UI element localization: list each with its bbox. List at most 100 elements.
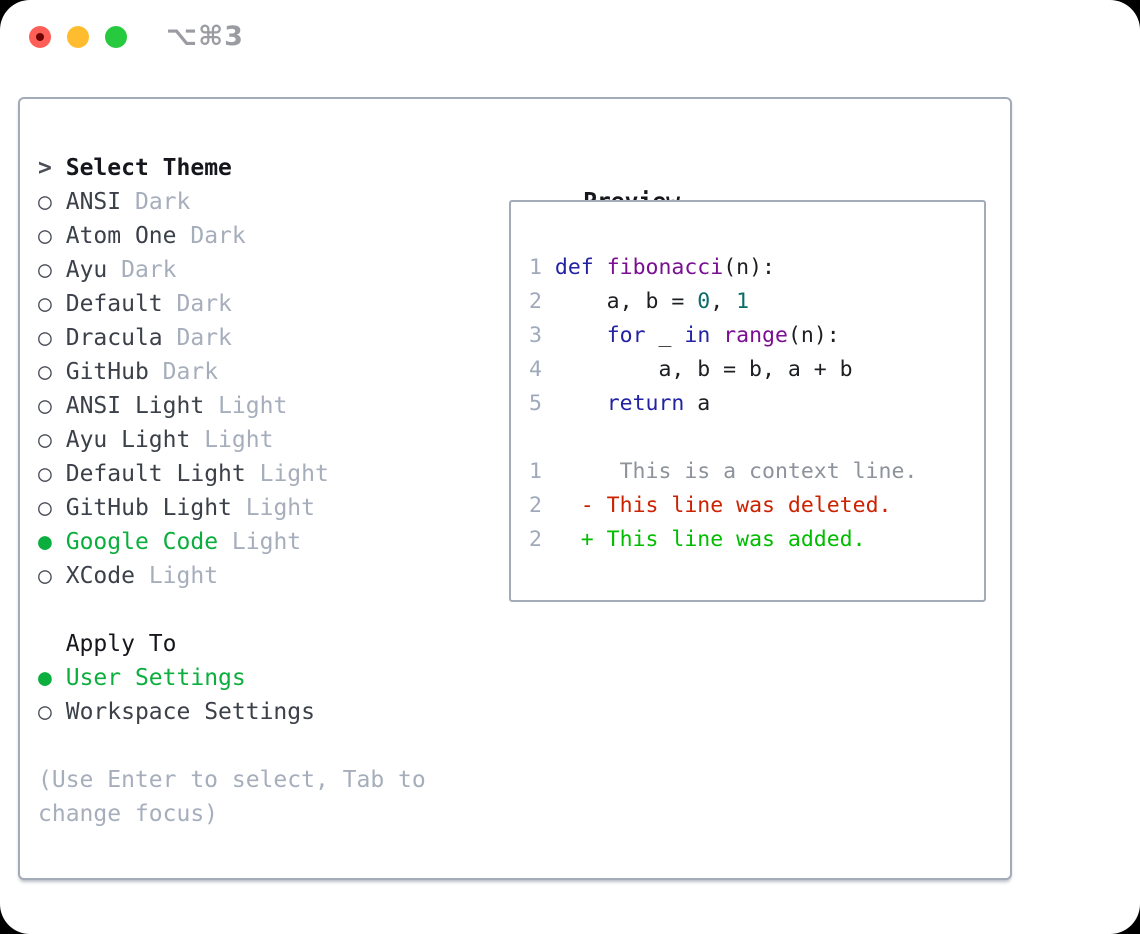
theme-list: > Select Theme○ ANSI Dark○ Atom One Dark…	[38, 151, 329, 593]
code-token: range	[723, 323, 788, 348]
radio-icon: ○	[38, 393, 52, 419]
theme-option-atom-one-dark[interactable]: ○ Atom One Dark	[38, 219, 329, 253]
radio-icon: ○	[38, 325, 52, 351]
text	[52, 529, 66, 555]
code-token: a, b = b, a + b	[541, 357, 853, 382]
theme-variant: Light	[259, 461, 329, 487]
radio-icon: ○	[38, 223, 52, 249]
theme-variant: Light	[245, 495, 315, 521]
hint-text: (Use Enter to select, Tab to change focu…	[38, 763, 426, 831]
minimize-button[interactable]	[67, 26, 89, 48]
code-line-7: 1 This is a context line.	[529, 455, 984, 489]
radio-icon: ○	[38, 699, 52, 725]
theme-name: GitHub	[65, 359, 149, 385]
text	[52, 359, 66, 385]
theme-name: GitHub Light	[65, 495, 232, 521]
text	[52, 291, 66, 317]
text	[232, 495, 246, 521]
main-panel: > Select Theme○ ANSI Dark○ Atom One Dark…	[18, 97, 1012, 880]
radio-icon: ○	[38, 359, 52, 385]
apply-option-user-settings[interactable]: ● User Settings	[38, 661, 315, 695]
theme-name: Atom One	[65, 223, 177, 249]
line-number: 1	[529, 255, 542, 280]
code-line-3: 3 for _ in range(n):	[529, 319, 984, 353]
code-token: _	[645, 323, 685, 348]
radio-icon: ○	[38, 291, 52, 317]
theme-option-github-light-light[interactable]: ○ GitHub Light Light	[38, 491, 329, 525]
code-token: fibonacci	[606, 255, 724, 280]
theme-variant: Light	[231, 529, 302, 555]
code-token: for	[606, 323, 646, 348]
line-number: 3	[529, 323, 542, 348]
theme-name: XCode	[65, 563, 135, 589]
code-token	[542, 255, 555, 280]
hint-line: change focus)	[38, 801, 219, 827]
text	[177, 223, 191, 249]
code-line-4: 4 a, b = b, a + b	[529, 353, 984, 387]
theme-name: Ayu	[65, 257, 108, 283]
text	[52, 699, 66, 725]
line-number: 1	[529, 459, 542, 484]
code-line-1: 1 def fibonacci(n):	[529, 251, 984, 285]
hint-line: (Use Enter to select, Tab to	[38, 767, 426, 793]
text	[52, 563, 66, 589]
text	[204, 393, 218, 419]
text	[190, 427, 204, 453]
theme-option-ayu-light-light[interactable]: ○ Ayu Light Light	[38, 423, 329, 457]
theme-variant: Light	[204, 427, 274, 453]
code-token: return	[606, 391, 685, 416]
preview-title: Preview	[500, 151, 680, 215]
code-token	[542, 391, 607, 416]
line-number: 5	[529, 391, 542, 416]
maximize-button[interactable]	[105, 26, 127, 48]
theme-option-ayu-dark[interactable]: ○ Ayu Dark	[38, 253, 329, 287]
theme-variant: Light	[148, 563, 219, 589]
code-token: def	[554, 255, 594, 280]
code-token: ,	[710, 289, 737, 314]
text	[52, 427, 66, 453]
code-line-8: 2 - This line was deleted.	[529, 489, 984, 523]
line-number: 2	[529, 527, 542, 552]
code-token: in	[684, 323, 711, 348]
code-token	[542, 527, 581, 552]
theme-option-google-code-light[interactable]: ● Google Code Light	[38, 525, 329, 559]
theme-option-dracula-dark[interactable]: ○ Dracula Dark	[38, 321, 329, 355]
theme-option-default-light-light[interactable]: ○ Default Light Light	[38, 457, 329, 491]
apply-to-header: Apply To	[38, 627, 315, 661]
text	[52, 189, 66, 215]
theme-option-github-dark[interactable]: ○ GitHub Dark	[38, 355, 329, 389]
theme-name: Dracula	[65, 325, 163, 351]
code-token	[710, 323, 723, 348]
theme-variant: Dark	[162, 359, 219, 385]
text	[218, 529, 232, 555]
theme-option-ansi-light-light[interactable]: ○ ANSI Light Light	[38, 389, 329, 423]
theme-name: Default	[65, 291, 163, 317]
theme-variant: Dark	[134, 189, 191, 215]
code-line-5: 5 return a	[529, 387, 984, 421]
text	[121, 189, 135, 215]
text	[52, 495, 66, 521]
code-token	[594, 255, 607, 280]
radio-icon: ○	[38, 495, 52, 521]
theme-variant: Light	[218, 393, 288, 419]
code-token: a, b =	[541, 289, 698, 314]
line-number: 2	[529, 493, 542, 518]
close-button[interactable]	[29, 26, 51, 48]
theme-name: Default Light	[65, 461, 246, 487]
radio-icon: ○	[38, 563, 52, 589]
window-shortcut-label: ⌥⌘3	[166, 21, 244, 52]
code-line-6	[529, 421, 984, 455]
theme-option-default-dark[interactable]: ○ Default Dark	[38, 287, 329, 321]
code-token: This is a context line.	[541, 459, 918, 484]
theme-option-xcode-light[interactable]: ○ XCode Light	[38, 559, 329, 593]
code-token	[542, 323, 607, 348]
theme-variant: Dark	[190, 223, 246, 249]
radio-selected-icon: ●	[38, 665, 52, 691]
text	[52, 393, 66, 419]
text	[52, 155, 66, 181]
apply-option-workspace-settings[interactable]: ○ Workspace Settings	[38, 695, 315, 729]
radio-icon: ○	[38, 427, 52, 453]
text	[38, 631, 66, 657]
theme-option-ansi-dark[interactable]: ○ ANSI Dark	[38, 185, 329, 219]
